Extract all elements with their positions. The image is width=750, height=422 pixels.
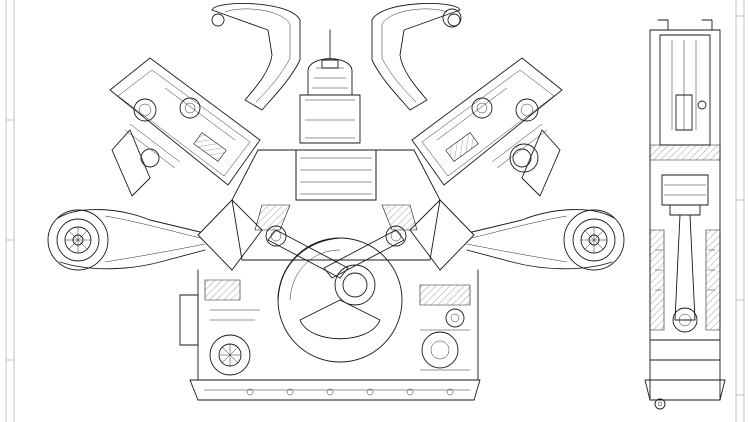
- right-cylinder-head: [411, 57, 563, 197]
- center-filler: [299, 29, 361, 144]
- crank-assembly: [265, 225, 407, 363]
- crankcase: [179, 269, 481, 401]
- side-section-view: [644, 19, 726, 410]
- left-cylinder-head: [109, 57, 261, 197]
- intake-runners: [211, 3, 462, 111]
- left-turbo: [47, 209, 206, 271]
- sheet-frame: [5, 0, 745, 422]
- engine-block: [197, 149, 475, 271]
- right-turbo: [466, 209, 625, 271]
- front-section-view: [47, 3, 625, 401]
